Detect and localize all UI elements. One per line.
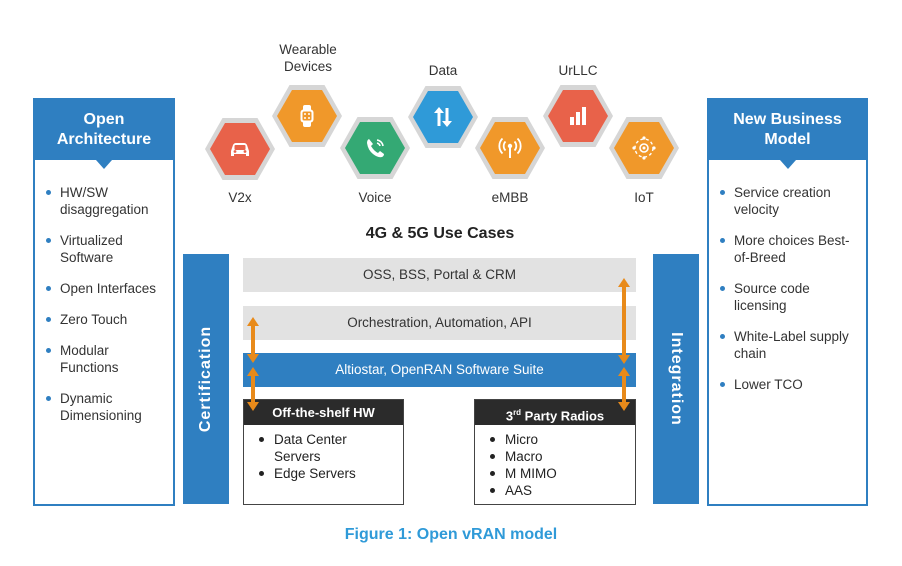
new-business-model-title-text: New Business Model (733, 111, 842, 148)
phone-icon (367, 139, 384, 158)
figure-caption: Figure 1: Open vRAN model (344, 526, 558, 543)
integration-label: Integration (668, 332, 685, 426)
list-item: Macro (487, 448, 627, 465)
list-item: Micro (487, 431, 627, 448)
label-v2x: V2x (228, 190, 252, 205)
hex-urllc-fill (548, 90, 608, 142)
third-party-title-rest: Party Radios (521, 408, 605, 424)
bar-chart-icon (570, 107, 586, 125)
open-architecture-title: Open Architecture (35, 100, 173, 169)
hex-wearable (272, 85, 342, 147)
list-item: Modular Functions (45, 342, 167, 376)
list-item: M MIMO (487, 465, 627, 482)
third-party-radios-title: 3rd Party Radios (475, 400, 635, 425)
hex-voice-fill (345, 122, 405, 174)
hex-embb-fill (480, 122, 540, 174)
hex-data-fill (413, 91, 473, 143)
off-the-shelf-hw-list: Data Center Servers Edge Servers (244, 425, 403, 482)
hex-voice (340, 117, 410, 179)
label-data: Data (428, 63, 458, 78)
label-urllc: UrLLC (558, 63, 598, 78)
list-item: HW/SW disaggregation (45, 184, 167, 218)
iot-network-icon (632, 136, 656, 160)
list-item: Lower TCO (719, 376, 860, 393)
up-down-arrows-icon (434, 107, 452, 127)
list-item: Virtualized Software (45, 232, 167, 266)
list-item: Service creation velocity (719, 184, 860, 218)
certification-bar: Certification (183, 254, 229, 504)
list-item: Dynamic Dimensioning (45, 390, 167, 424)
list-item: Source code licensing (719, 280, 860, 314)
list-item: White-Label supply chain (719, 328, 860, 362)
list-item: Edge Servers (256, 465, 395, 482)
orchestration-layer: Orchestration, Automation, API (243, 306, 636, 340)
third-party-radios-list: Micro Macro M MIMO AAS (475, 425, 635, 499)
label-iot: IoT (634, 190, 654, 205)
hex-wearable-fill (277, 90, 337, 142)
new-business-model-list: Service creation velocity More choices B… (709, 160, 866, 393)
label-wearable: Wearable Devices (262, 41, 354, 75)
open-architecture-panel: Open Architecture HW/SW disaggregation V… (33, 98, 175, 506)
open-architecture-list: HW/SW disaggregation Virtualized Softwar… (35, 160, 173, 424)
open-architecture-title-text: Open Architecture (56, 111, 152, 148)
certification-label: Certification (197, 325, 214, 433)
use-cases-title: 4G & 5G Use Cases (365, 225, 515, 242)
third-party-radios-box: 3rd Party Radios Micro Macro M MIMO AAS (474, 399, 636, 505)
integration-bar: Integration (653, 254, 699, 504)
new-business-model-panel: New Business Model Service creation velo… (707, 98, 868, 506)
hex-v2x-fill (210, 123, 270, 175)
list-item: AAS (487, 482, 627, 499)
off-the-shelf-hw-title: Off-the-shelf HW (244, 400, 403, 425)
smartwatch-icon (300, 105, 314, 127)
new-business-model-title: New Business Model (709, 100, 866, 169)
label-voice: Voice (358, 190, 392, 205)
label-embb: eMBB (491, 190, 529, 205)
third-party-title-sup: rd (513, 408, 522, 417)
off-the-shelf-hw-box: Off-the-shelf HW Data Center Servers Edg… (243, 399, 404, 505)
hex-data (408, 86, 478, 148)
hex-iot (609, 117, 679, 179)
hex-embb (475, 117, 545, 179)
hex-v2x (205, 118, 275, 180)
third-party-title-num: 3 (505, 408, 514, 424)
oss-layer: OSS, BSS, Portal & CRM (243, 258, 636, 292)
software-suite-layer: Altiostar, OpenRAN Software Suite (243, 353, 636, 387)
hex-iot-fill (614, 122, 674, 174)
list-item: Data Center Servers (256, 431, 395, 465)
list-item: Open Interfaces (45, 280, 167, 297)
car-icon (231, 143, 249, 156)
antenna-icon (498, 137, 522, 158)
hex-urllc (543, 85, 613, 147)
label-wearable-text: Wearable Devices (279, 42, 337, 74)
list-item: Zero Touch (45, 311, 167, 328)
list-item: More choices Best-of-Breed (719, 232, 860, 266)
